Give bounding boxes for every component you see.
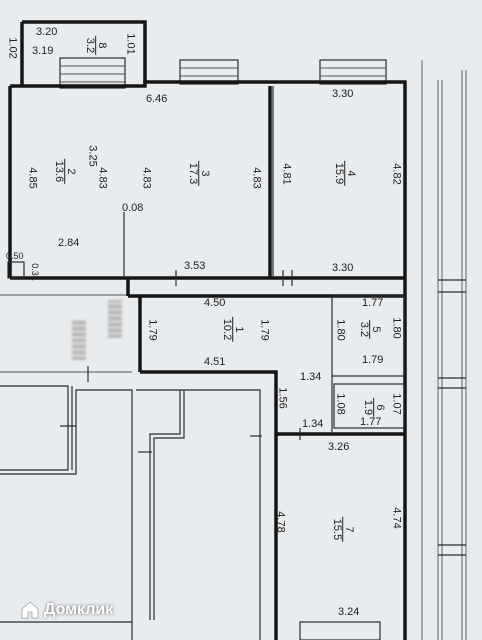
- dimension-label: 1.02: [6, 37, 19, 59]
- dimension-label: 1.79: [258, 319, 271, 341]
- dimension-label: 1.07: [390, 393, 403, 415]
- dimension-label: 4.74: [390, 507, 403, 529]
- dimension-label: 1.79: [362, 354, 384, 366]
- dimension-label: 3.26: [328, 441, 350, 453]
- dimension-label: 4.82: [390, 163, 403, 185]
- dimension-label: 1.80: [334, 319, 347, 341]
- dimension-label: 1.34: [302, 418, 324, 430]
- dimension-label: 1.34: [300, 371, 322, 383]
- dimension-label: 2.84: [58, 237, 80, 249]
- domclick-watermark: Домклик: [20, 600, 113, 620]
- dimension-label: 3.30: [332, 262, 354, 274]
- dimension-label: 3.25: [86, 145, 99, 167]
- interior-walls: [7, 86, 405, 440]
- dimension-label: 4.83: [140, 167, 153, 189]
- dimension-label: 1.77: [362, 297, 384, 309]
- dimension-label: 6.46: [146, 93, 168, 105]
- dimension-label: 0.50: [6, 251, 24, 261]
- dimension-label: 3.20: [36, 26, 58, 38]
- house-logo-icon: [21, 601, 39, 619]
- dimension-label: 1.01: [124, 33, 137, 55]
- dimension-label: 3.30: [332, 88, 354, 100]
- dimension-label: 1.56: [276, 387, 289, 409]
- dimension-label: 3.24: [338, 606, 360, 618]
- dimension-label: 1.79: [146, 319, 159, 341]
- dimension-label: 3.19: [32, 45, 54, 57]
- dimension-label: 1.80: [390, 317, 403, 339]
- dimension-label: 4.78: [274, 511, 287, 533]
- dimension-label: 0.08: [122, 202, 144, 214]
- dimension-label: 0.31: [29, 263, 40, 281]
- dimension-label: 4.81: [280, 163, 293, 185]
- redacted-mark: [108, 300, 122, 338]
- redacted-mark: [72, 320, 86, 360]
- dimension-label: 1.77: [360, 416, 382, 428]
- neighbour-walls: [0, 385, 262, 640]
- dimension-label: 4.83: [250, 167, 263, 189]
- dimension-label: 4.83: [96, 167, 109, 189]
- dimension-label: 1.08: [334, 393, 347, 415]
- dimension-label: 3.53: [184, 260, 206, 272]
- dimension-label: 4.85: [26, 167, 39, 189]
- window-marks: [59, 57, 387, 640]
- dimension-label: 4.50: [204, 297, 226, 309]
- exterior-lines: [0, 60, 467, 640]
- watermark-text: Домклик: [44, 601, 114, 618]
- dimension-label: 4.51: [204, 356, 226, 368]
